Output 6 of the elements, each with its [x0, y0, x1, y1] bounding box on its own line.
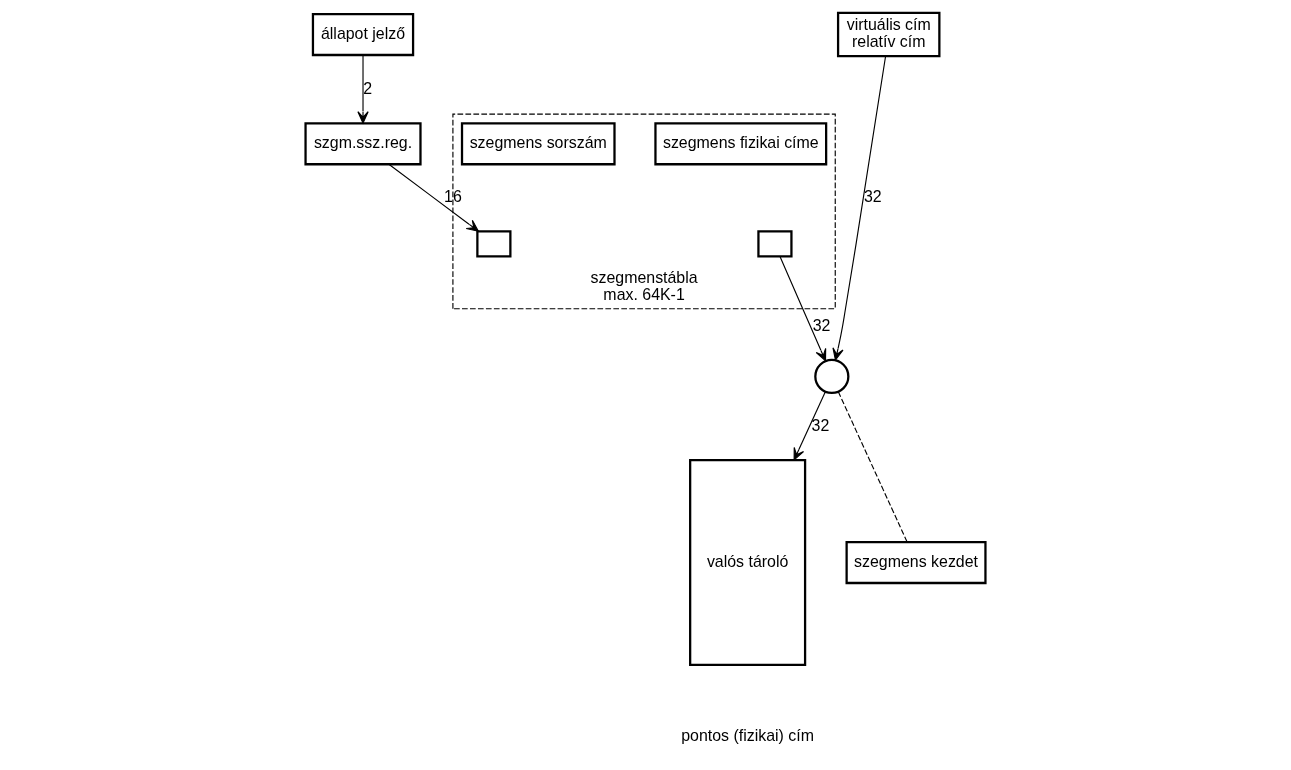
edge-label: 32 [811, 416, 830, 434]
edge-label: 32 [812, 316, 831, 334]
edge-label: 32 [863, 188, 882, 206]
label: pontos (fizikai) cím [681, 726, 814, 744]
edge-label: 2 [363, 79, 372, 97]
edge-label: 16 [444, 188, 462, 206]
